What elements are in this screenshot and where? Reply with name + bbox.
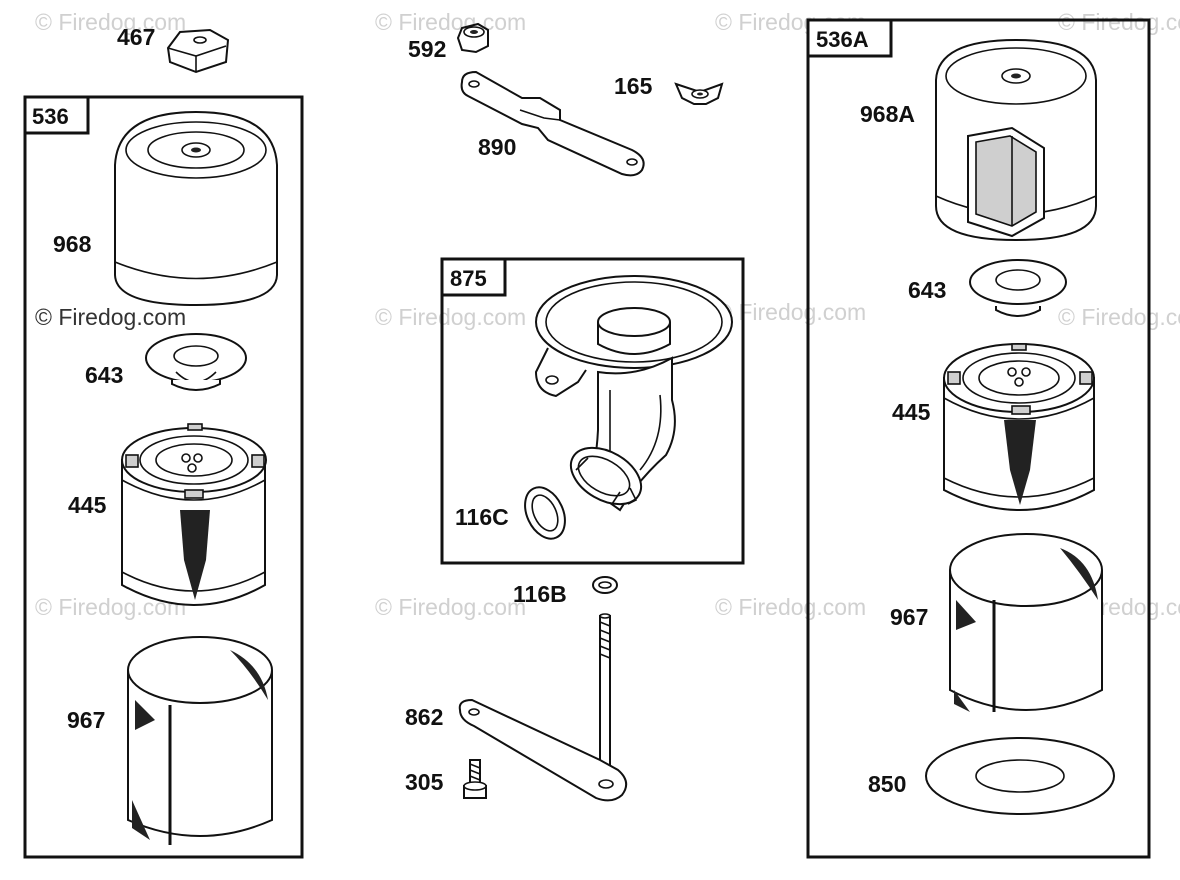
wingnut-165: 165 [614, 73, 724, 105]
label-643-right: 643 [908, 277, 946, 303]
bolt-305: 305 [405, 759, 487, 799]
label-968a: 968A [860, 101, 915, 127]
bracket-862: 862 [405, 698, 628, 802]
sleeve-967-left: 967 [67, 636, 273, 845]
label-305: 305 [405, 769, 444, 795]
box-875: 875 [440, 257, 745, 565]
watermark: © Firedog.com [1058, 9, 1180, 35]
label-116c: 116C [455, 504, 509, 530]
label-165: 165 [614, 73, 653, 99]
label-968: 968 [53, 231, 92, 257]
strap-890: 890 [460, 70, 645, 177]
nut-592: 592 [408, 22, 489, 62]
filter-445-left: 445 [68, 423, 267, 606]
label-890: 890 [478, 134, 516, 160]
watermark: © Firedog.com [375, 9, 526, 35]
watermark: © Firedog.com [1058, 304, 1180, 330]
watermark: © Firedog.com [35, 304, 186, 330]
box-label-536: 536 [32, 104, 69, 129]
label-445-left: 445 [68, 492, 107, 518]
box-label-875: 875 [450, 266, 487, 291]
sleeve-967-right: 967 [890, 533, 1103, 712]
grommet-643-right: 643 [908, 259, 1067, 317]
label-467: 467 [117, 24, 155, 50]
label-850: 850 [868, 771, 906, 797]
filter-445-right: 445 [892, 343, 1095, 511]
watermark: © Firedog.com [35, 9, 186, 35]
watermark: © Firedog.com [715, 594, 866, 620]
washer-116b: 116B [513, 576, 618, 607]
label-862: 862 [405, 704, 443, 730]
watermark: © Firedog.com [715, 299, 866, 325]
cover-968: 968 [53, 110, 278, 307]
label-967-left: 967 [67, 707, 105, 733]
box-536a: 536A [806, 18, 1151, 859]
label-592: 592 [408, 36, 446, 62]
gasket-850: 850 [868, 737, 1115, 815]
label-445-right: 445 [892, 399, 931, 425]
knob-467: 467 [117, 24, 230, 74]
label-967-right: 967 [890, 604, 928, 630]
elbow-875: 116C [455, 275, 733, 540]
grommet-643-left: 643 [85, 333, 247, 391]
watermarks: © Firedog.com © Firedog.com © Firedog.co… [35, 9, 1180, 620]
watermark: © Firedog.com [375, 304, 526, 330]
box-label-536a: 536A [816, 27, 869, 52]
box-536: 536 [23, 95, 304, 859]
watermark: © Firedog.com [375, 594, 526, 620]
label-643-left: 643 [85, 362, 123, 388]
label-116b: 116B [513, 581, 567, 607]
cover-968a: 968A [860, 38, 1097, 242]
